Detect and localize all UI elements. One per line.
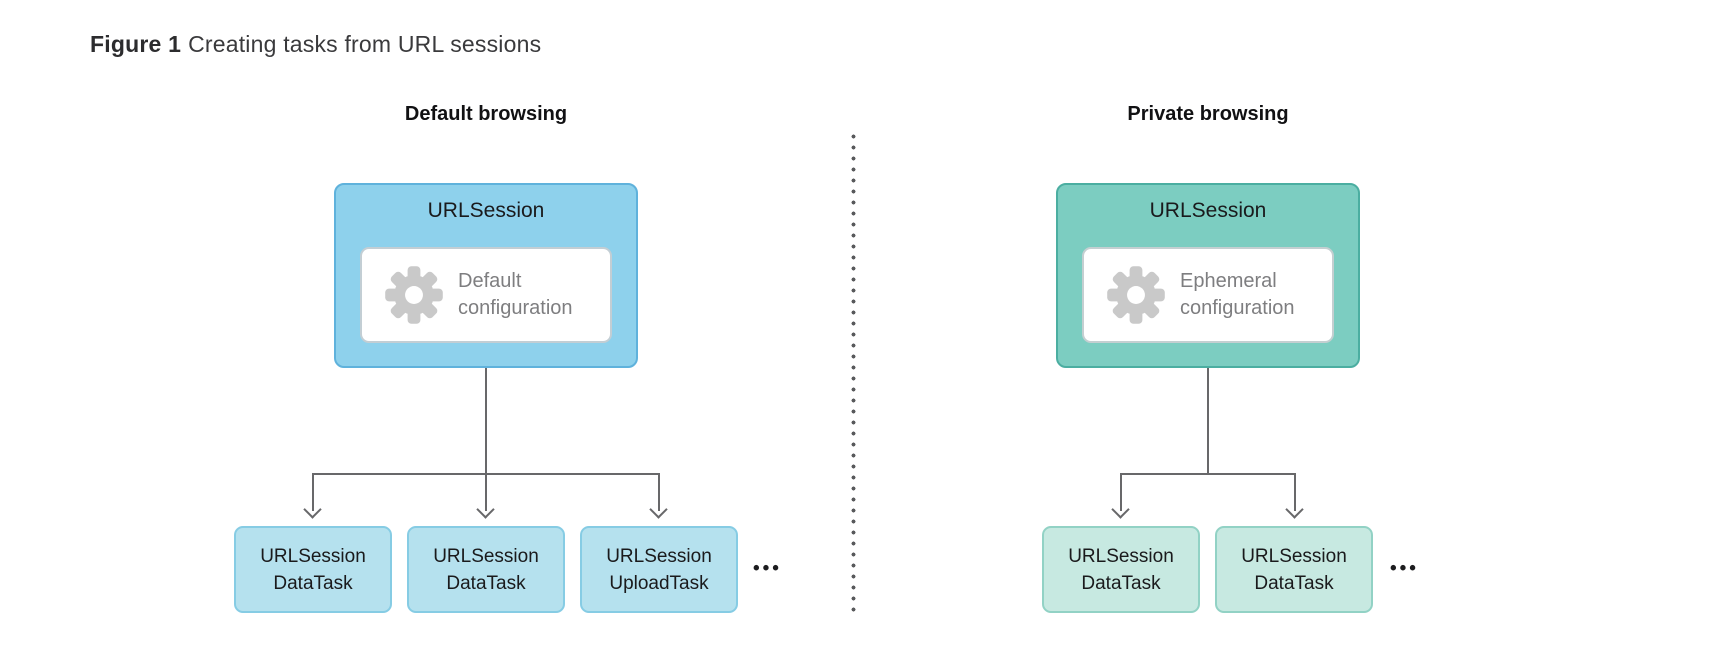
default-session-title: URLSession xyxy=(427,199,545,222)
default-task-box-1: URLSession DataTask xyxy=(234,526,392,613)
gear-icon xyxy=(1107,266,1165,324)
task-label: URLSession DataTask xyxy=(433,545,539,594)
default-task-box-2: URLSession DataTask xyxy=(407,526,565,613)
default-trunk-line xyxy=(485,368,487,475)
private-config-label: Ephemeral configuration xyxy=(1180,270,1295,319)
private-branch-line xyxy=(1120,473,1296,475)
private-arrow-stub-2 xyxy=(1294,473,1296,511)
private-task-box-1: URLSession DataTask xyxy=(1042,526,1200,613)
arrow-down-icon xyxy=(476,500,495,519)
task-label: URLSession DataTask xyxy=(260,545,366,594)
task-label: URLSession DataTask xyxy=(1068,545,1174,594)
private-browsing-header: Private browsing xyxy=(1127,103,1289,125)
gear-icon xyxy=(385,266,443,324)
default-more-tasks-ellipsis: ••• xyxy=(753,558,782,579)
default-arrow-stub-1 xyxy=(312,473,314,511)
private-config-panel: Ephemeral configuration xyxy=(1082,247,1334,343)
arrow-down-icon xyxy=(1285,500,1304,519)
private-more-tasks-ellipsis: ••• xyxy=(1390,558,1419,579)
default-task-box-3: URLSession UploadTask xyxy=(580,526,738,613)
figure-caption: Creating tasks from URL sessions xyxy=(188,31,542,57)
task-label: URLSession UploadTask xyxy=(606,545,712,594)
figure-number: Figure 1 xyxy=(90,31,182,57)
arrow-down-icon xyxy=(303,500,322,519)
arrow-down-icon xyxy=(649,500,668,519)
private-session-box: URLSession Ephemeral configuration xyxy=(1056,183,1360,368)
section-divider xyxy=(851,131,856,613)
default-config-label: Default configuration xyxy=(458,270,573,319)
task-label: URLSession DataTask xyxy=(1241,545,1347,594)
private-trunk-line xyxy=(1207,368,1209,475)
default-session-box: URLSession Default configuration xyxy=(334,183,638,368)
private-arrow-stub-1 xyxy=(1120,473,1122,511)
default-arrow-stub-2 xyxy=(485,473,487,511)
default-arrow-stub-3 xyxy=(658,473,660,511)
default-config-panel: Default configuration xyxy=(360,247,612,343)
private-session-title: URLSession xyxy=(1149,199,1267,222)
arrow-down-icon xyxy=(1111,500,1130,519)
default-browsing-header: Default browsing xyxy=(404,103,568,125)
private-task-box-2: URLSession DataTask xyxy=(1215,526,1373,613)
